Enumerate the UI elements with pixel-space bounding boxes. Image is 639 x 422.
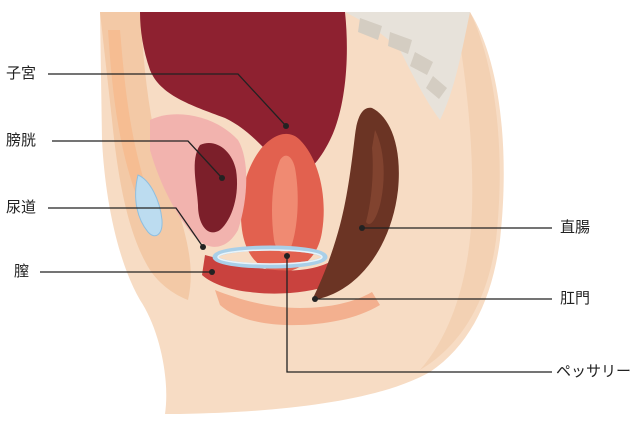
dot-anus bbox=[312, 296, 318, 302]
label-rectum: 直腸 bbox=[560, 220, 590, 235]
dot-uterus bbox=[283, 123, 289, 129]
dot-vagina bbox=[209, 269, 215, 275]
dot-pessary bbox=[284, 253, 290, 259]
dot-rectum bbox=[359, 225, 365, 231]
dot-bladder bbox=[219, 175, 225, 181]
label-bladder: 膀胱 bbox=[6, 133, 36, 148]
dot-urethra bbox=[200, 244, 206, 250]
label-anus: 肛門 bbox=[560, 291, 590, 306]
label-urethra: 尿道 bbox=[6, 200, 36, 215]
label-pessary: ペッサリー bbox=[556, 364, 631, 379]
label-vagina: 膣 bbox=[14, 264, 29, 279]
label-uterus: 子宮 bbox=[6, 66, 36, 81]
